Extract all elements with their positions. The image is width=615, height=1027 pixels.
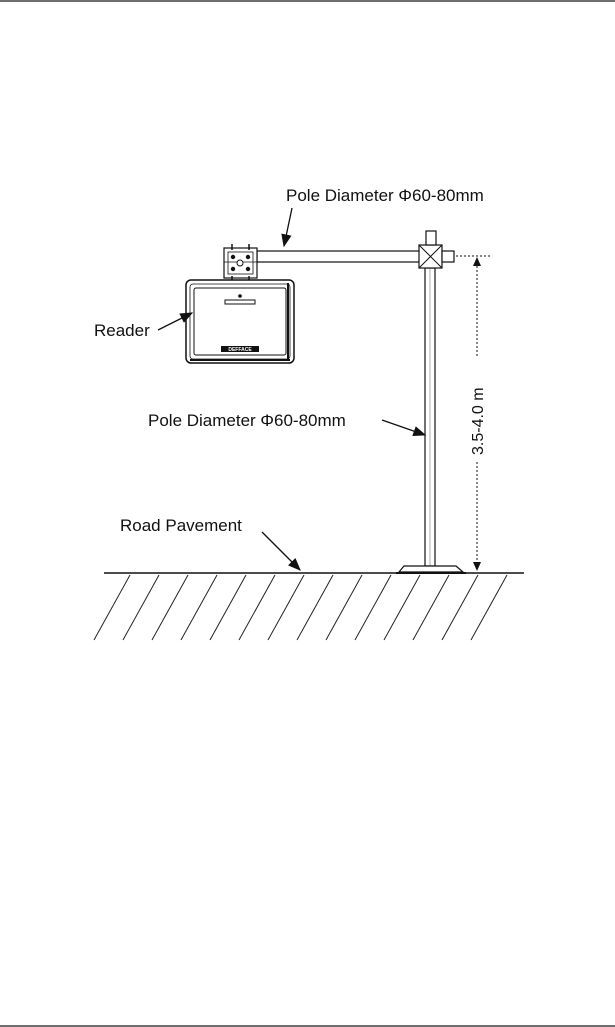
horizontal-arm <box>224 231 454 283</box>
reader-logo: DEFFACE <box>228 347 252 353</box>
vertical-pole <box>396 268 466 573</box>
height-label: 3.5-4.0 m <box>470 387 487 455</box>
reader-label: Reader <box>94 321 150 340</box>
road-pavement <box>94 573 524 640</box>
top-pole-label: Pole Diameter Φ60-80mm <box>286 186 484 205</box>
reader-device: DEFFACE <box>186 280 294 363</box>
road-pavement-label: Road Pavement <box>120 516 242 535</box>
vertical-pole-label: Pole Diameter Φ60-80mm <box>148 411 346 430</box>
